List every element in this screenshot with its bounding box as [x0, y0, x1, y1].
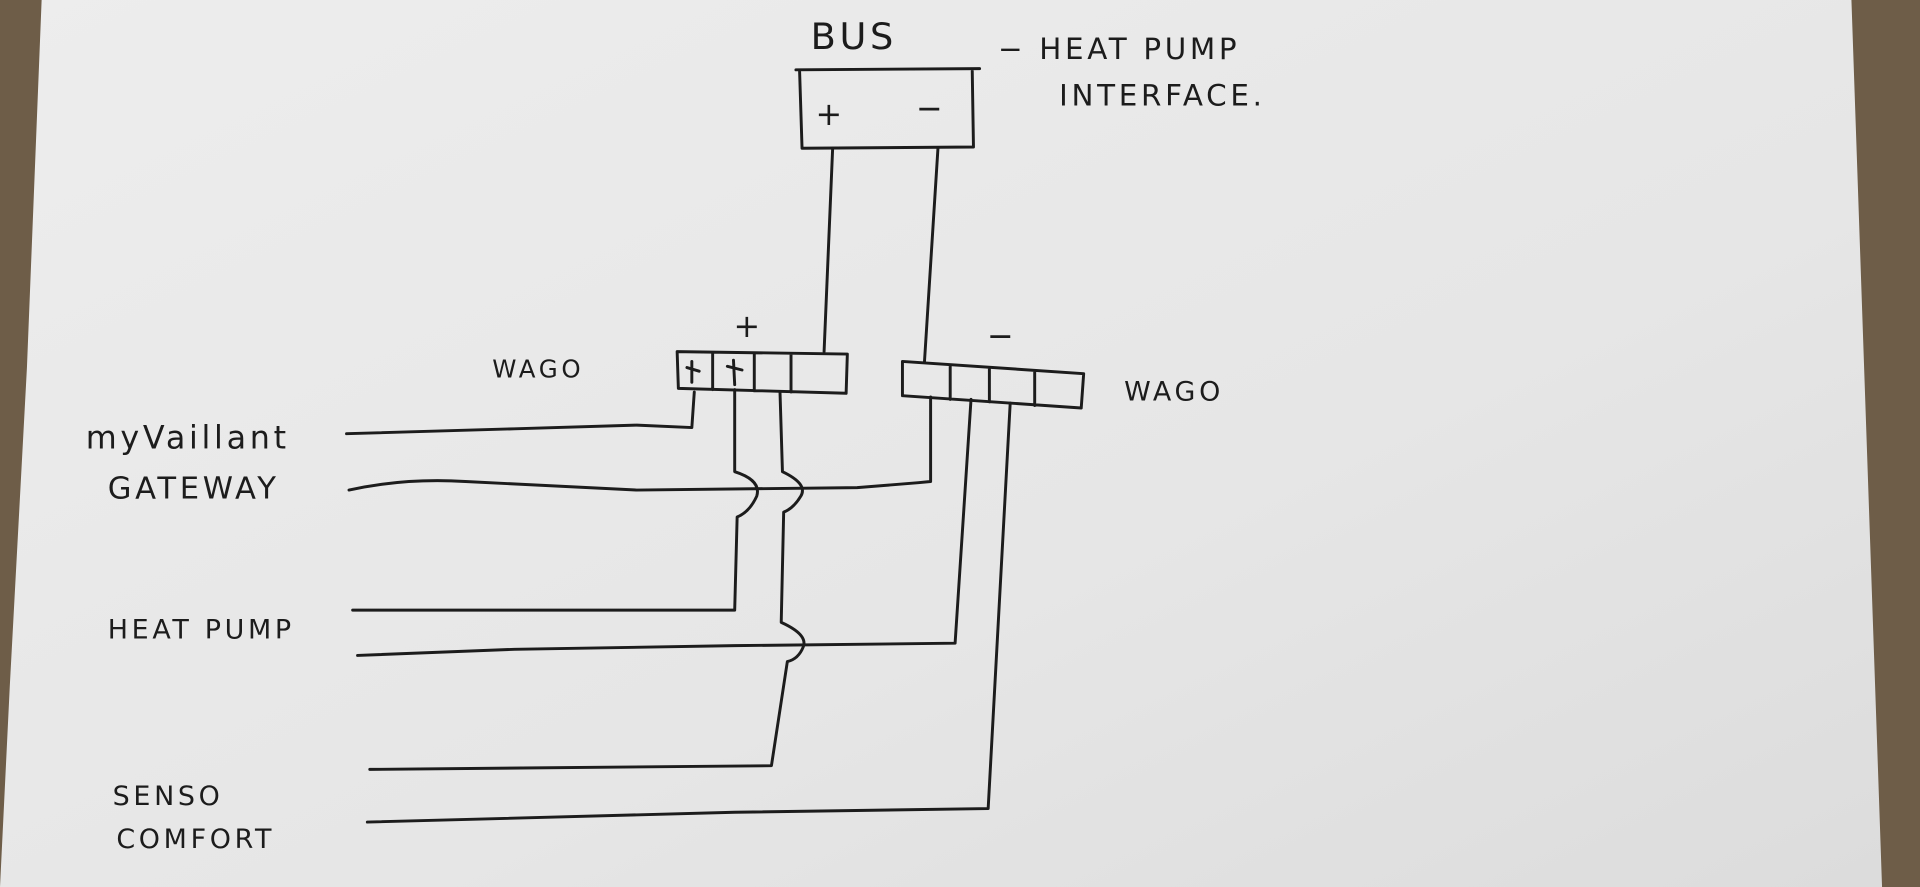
bus-minus-wire — [923, 146, 940, 363]
wago-right-connector: WAGO − — [900, 317, 1224, 410]
bus-note-line1: − HEAT PUMP — [998, 32, 1240, 66]
senso-label-line2: COMFORT — [116, 824, 275, 855]
bus-plus-wire — [822, 146, 835, 354]
bus-note-line2: INTERFACE. — [1059, 78, 1265, 112]
bus-terminal: BUS + − — [794, 15, 982, 150]
wago-right-polarity: − — [987, 317, 1017, 355]
senso-plus-wire — [368, 390, 806, 771]
bus-minus-label: − — [916, 89, 946, 127]
gateway-minus-wire — [347, 395, 933, 492]
gateway-plus-wire — [345, 390, 696, 436]
senso-label-line1: SENSO — [113, 781, 224, 812]
gateway-label-line2: GATEWAY — [108, 472, 280, 507]
wago-right-label: WAGO — [1124, 377, 1224, 408]
heatpump-label: HEAT PUMP — [108, 614, 295, 645]
heatpump-plus-wire — [351, 388, 759, 612]
senso-minus-wire — [365, 401, 1012, 824]
wago-left-polarity: + — [733, 307, 763, 345]
gateway-label-line1: myVaillant — [86, 418, 290, 456]
wago-left-connector: WAGO + — [492, 307, 849, 395]
wago-left-label: WAGO — [492, 354, 584, 383]
bus-plus-label: + — [816, 95, 846, 133]
bus-title: BUS — [811, 15, 897, 58]
heatpump-minus-wire — [356, 397, 973, 657]
